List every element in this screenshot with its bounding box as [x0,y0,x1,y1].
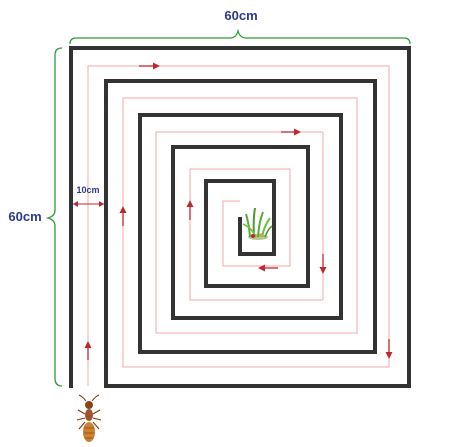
top-width-label: 60cm [224,8,257,23]
top-dimension-brace [69,28,411,45]
direction-arrow-right-inner [281,128,301,136]
route-path-line [87,65,390,386]
ant-icon [76,394,102,442]
gap-dimension [73,201,104,207]
direction-arrow-up-start [84,341,92,360]
direction-arrow-right-top [139,62,160,70]
direction-arrow-down-right [385,339,393,359]
direction-arrow-up-inner [186,200,194,220]
left-dimension-brace [45,47,63,387]
direction-arrow-up-second [119,206,127,226]
maze-wall-outer [69,46,411,388]
direction-arrow-left-inner [258,264,278,272]
direction-arrow-down-inner [319,254,327,274]
left-height-label: 60cm [8,209,41,224]
gap-label: 10cm [76,185,99,195]
grass-icon [242,207,273,240]
